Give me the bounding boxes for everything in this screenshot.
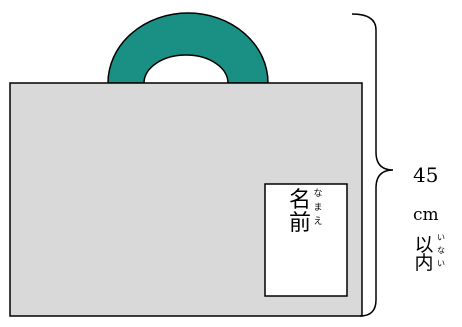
name-tag-ruby-2: ま [313,202,322,213]
name-tag-char-2: 前 [289,211,311,236]
name-tag-char-1: 名 [289,188,311,213]
limit-ruby-1: い [437,233,445,242]
limit-ruby-3: い [437,259,445,268]
name-tag-ruby-1: な [313,188,322,199]
limit-char-2: 内 [414,252,433,274]
size-unit: cm [413,205,439,225]
name-tag-ruby-3: え [313,216,322,227]
bag-handle [108,13,268,83]
limit-ruby-2: な [437,246,445,255]
size-value: 45 [413,163,438,187]
